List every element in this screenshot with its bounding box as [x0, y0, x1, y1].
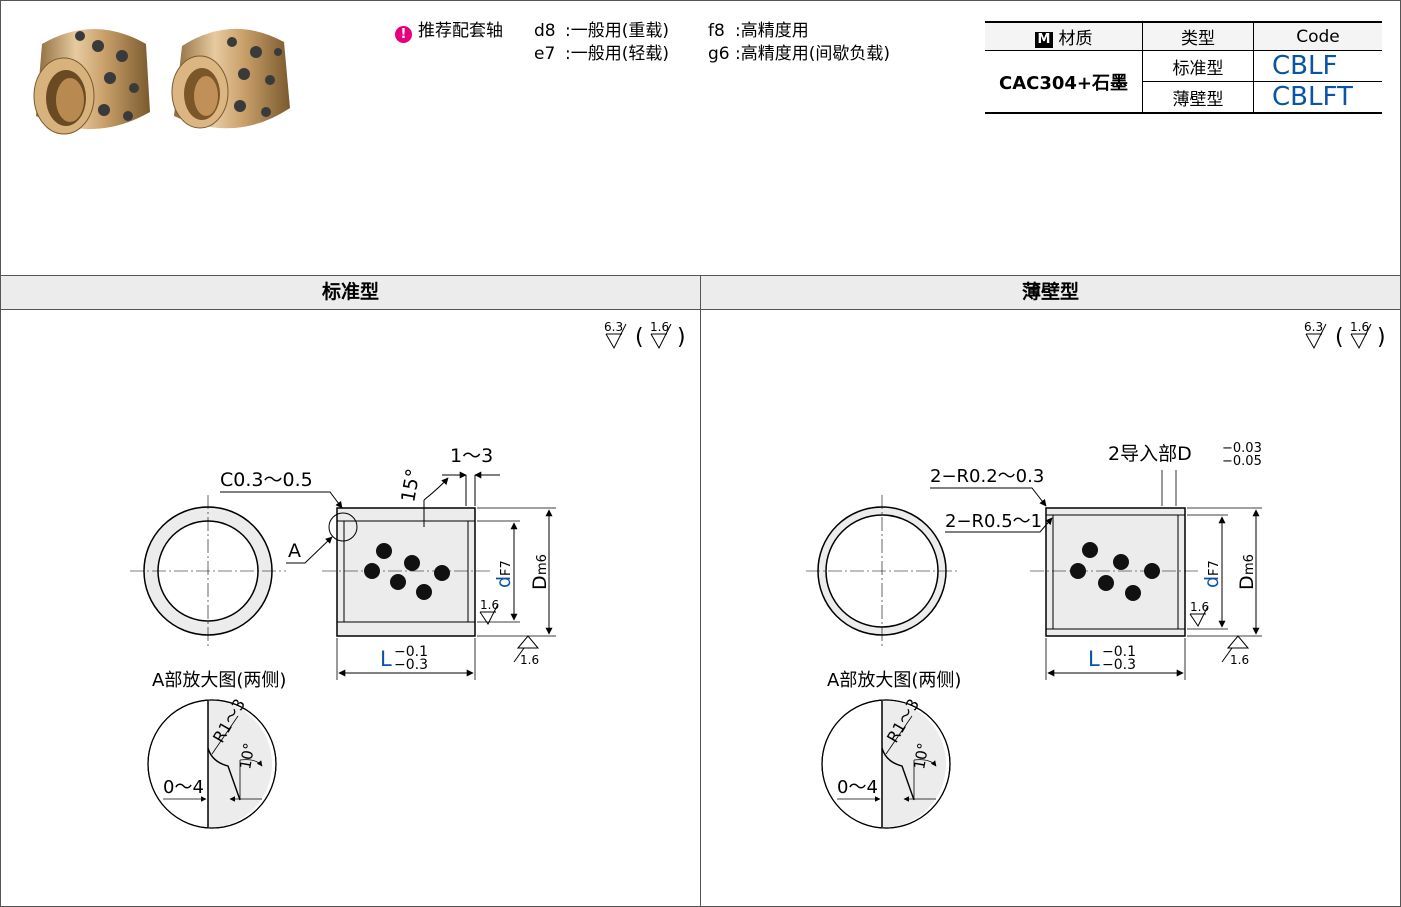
- svg-text:0～4: 0～4: [837, 777, 878, 798]
- shaft-desc-g6: :高精度用(间歇负载): [735, 44, 890, 64]
- code-cblft: CBLFT: [1253, 81, 1382, 114]
- svg-text:L: L: [380, 647, 392, 671]
- svg-text:A: A: [288, 540, 301, 562]
- section-standard-title: 标准型: [1, 275, 700, 310]
- svg-text:−0.3: −0.3: [394, 657, 428, 673]
- section-thin-title: 薄壁型: [701, 275, 1400, 310]
- svg-text:15°: 15°: [397, 467, 425, 504]
- recommend-heading: 推荐配套轴: [418, 21, 503, 41]
- shaft-code-g6: g6: [708, 44, 730, 64]
- svg-text:F7: F7: [1207, 560, 1222, 576]
- shaft-desc-f8: :高精度用: [735, 21, 809, 41]
- graphite-plugs: [364, 543, 450, 600]
- svg-text:6.3: 6.3: [1304, 320, 1323, 334]
- roughness-symbol-icon: 6.3 ( 1.6 ): [1304, 320, 1386, 350]
- svg-text:−0.05: −0.05: [1222, 454, 1262, 469]
- svg-text:D: D: [1236, 575, 1258, 590]
- svg-text:−0.1: −0.1: [1102, 644, 1136, 660]
- shaft-desc-d8: :一般用(重载): [565, 21, 669, 41]
- svg-text:d: d: [493, 576, 515, 588]
- svg-text:A部放大图(两侧): A部放大图(两侧): [827, 670, 961, 691]
- code-cblf: CBLF: [1253, 50, 1382, 82]
- shaft-code-e7: e7: [534, 44, 556, 64]
- shaft-code-d8: d8: [534, 21, 556, 41]
- svg-text:A部放大图(两侧): A部放大图(两侧): [152, 670, 286, 691]
- svg-text:F7: F7: [499, 560, 514, 576]
- svg-text:(: (: [635, 325, 644, 350]
- type-header: 类型: [1142, 21, 1254, 51]
- svg-text:D: D: [529, 575, 551, 590]
- svg-text:1.6: 1.6: [1190, 600, 1209, 614]
- bushing-photo-front: [33, 29, 150, 135]
- svg-text:−0.03: −0.03: [1222, 441, 1262, 456]
- svg-text:2−R0.2～0.3: 2−R0.2～0.3: [930, 466, 1044, 487]
- svg-text:1.6: 1.6: [650, 320, 669, 334]
- svg-text:C0.3～0.5: C0.3～0.5: [220, 469, 313, 491]
- svg-text:1.6: 1.6: [1350, 320, 1369, 334]
- roughness-symbol-icon: 6.3 ( 1.6 ): [604, 320, 686, 350]
- thin-drawing: 6.3 ( 1.6 ) 2−R0.2～0.3 2−R0.5～1 2导入部D −0…: [806, 320, 1386, 829]
- svg-text:m6: m6: [1242, 554, 1257, 575]
- svg-text:1～3: 1～3: [450, 445, 493, 467]
- svg-text:0～4: 0～4: [163, 777, 204, 798]
- svg-text:6.3: 6.3: [604, 320, 623, 334]
- shaft-code-f8: f8: [708, 21, 725, 41]
- svg-text:−0.1: −0.1: [394, 644, 428, 660]
- svg-text:m6: m6: [535, 554, 550, 575]
- thin-graphite-plugs: [1070, 542, 1160, 601]
- standard-drawing: 6.3 ( 1.6 ) C0.3～0.5 A 15°: [130, 320, 686, 829]
- svg-text:2−R0.5～1: 2−R0.5～1: [945, 511, 1042, 532]
- shaft-desc-e7: :一般用(轻载): [565, 44, 669, 64]
- svg-text:10°: 10°: [236, 741, 258, 770]
- material-value: CAC304+石墨: [985, 50, 1143, 114]
- material-badge: M: [1034, 32, 1054, 48]
- type-thin: 薄壁型: [1142, 81, 1254, 114]
- svg-text:1.6: 1.6: [480, 598, 499, 612]
- svg-text:10°: 10°: [910, 741, 932, 770]
- section-divider: [700, 275, 701, 906]
- svg-text:): ): [677, 325, 686, 350]
- svg-text:L: L: [1088, 647, 1100, 671]
- detail-a-circle: [328, 512, 358, 542]
- info-pin-icon: !: [395, 26, 412, 43]
- svg-text:−0.3: −0.3: [1102, 657, 1136, 673]
- svg-text:1.6: 1.6: [1230, 653, 1249, 667]
- svg-text:1.6: 1.6: [520, 653, 539, 667]
- svg-text:2导入部D: 2导入部D: [1108, 443, 1192, 465]
- type-standard: 标准型: [1142, 50, 1254, 82]
- svg-text:): ): [1377, 325, 1386, 350]
- svg-text:(: (: [1335, 325, 1344, 350]
- bushing-photo-angled: [171, 28, 290, 129]
- svg-text:d: d: [1201, 576, 1223, 588]
- code-header: Code: [1253, 21, 1382, 51]
